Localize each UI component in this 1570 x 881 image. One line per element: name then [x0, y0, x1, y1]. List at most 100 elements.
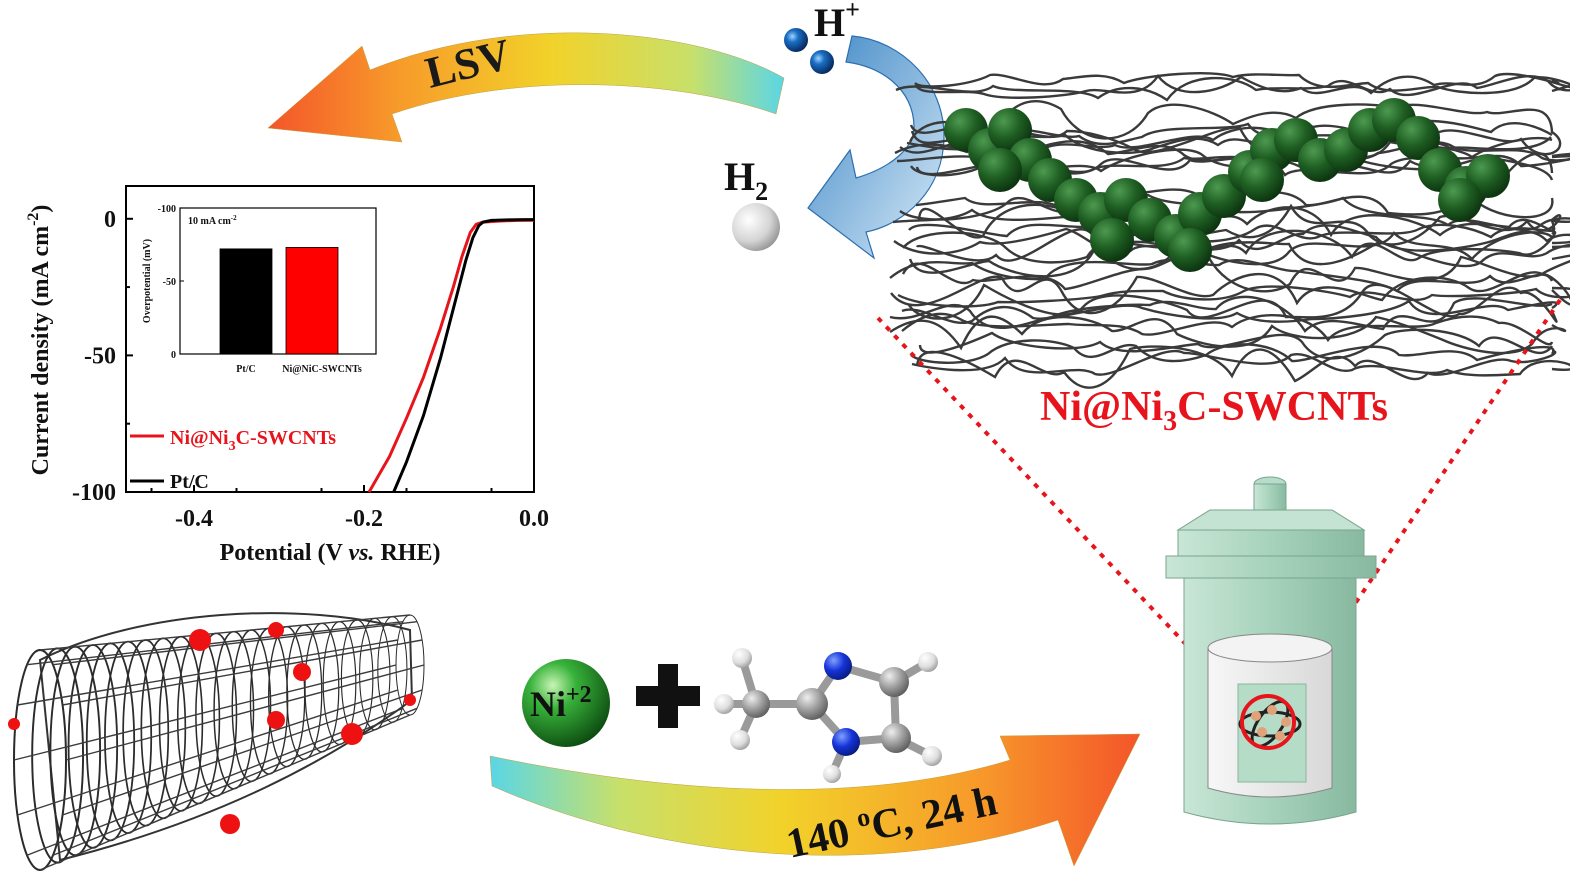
- nickel-dopant-dot: [189, 629, 211, 651]
- zoom-line-left: [876, 316, 1246, 708]
- nanotube-bond: [26, 621, 404, 666]
- legend: Ni@Ni3C-SWCNTs Pt/C: [130, 427, 336, 493]
- blue-curved-arrow: [807, 35, 945, 260]
- inset-y-tick-label: 0: [171, 350, 176, 361]
- nickel-dopant-dot: [8, 718, 20, 730]
- inset-title: 10 mA cm-2: [188, 214, 237, 227]
- lsv-chart: -0.4 -0.2 0.0 0 -50 -100 Potential (V vs. RHE…: [25, 185, 549, 566]
- nanotube-strand: [908, 222, 1555, 243]
- molecule-atom: [823, 765, 841, 783]
- inset-y-tick-label: -50: [163, 277, 176, 288]
- inset-bar-chart: -100 -50 0 10 mA cm-2 Overpotential (mV) P…: [142, 204, 377, 375]
- hydrogen-gas-label: H2: [724, 154, 768, 206]
- molecule-atom: [714, 694, 734, 714]
- methylimidazole-molecule: [714, 648, 942, 783]
- nickel-dopant-dot: [404, 694, 416, 706]
- nickel-nanoparticle: [1090, 218, 1134, 262]
- nanotube-ring: [13, 649, 67, 871]
- product-label: Ni@Ni3C-SWCNTs: [1040, 384, 1388, 437]
- nickel-particle-chain: [944, 98, 1510, 272]
- precursors: Ni+2: [522, 648, 942, 783]
- nanotube-strand: [901, 299, 1558, 324]
- nickel-dopant-dot: [341, 723, 363, 745]
- inset-bar: [219, 248, 273, 355]
- nanotube-strand: [914, 72, 1570, 95]
- synthesis-arrow: 140 oC, 24 h: [489, 733, 1141, 868]
- nanotube-strand: [902, 231, 1553, 266]
- plot-frame: [125, 185, 535, 493]
- highlight-circle: [1240, 694, 1296, 750]
- nanotube-strand: [915, 345, 1557, 389]
- nickel-dopant-dot: [268, 622, 284, 638]
- nanotube-ring: [176, 634, 221, 805]
- inset-bar: [285, 247, 339, 355]
- molecule-atom: [879, 667, 909, 697]
- nanotube-ring: [359, 617, 391, 731]
- nanotube-bond: [52, 621, 418, 666]
- x-tick-label: -0.2: [345, 506, 383, 532]
- nanotube-strand: [889, 258, 1554, 293]
- nanotube-strand: [899, 192, 1570, 231]
- proton-ball: [784, 28, 808, 52]
- nanotube-strand: [897, 285, 1570, 308]
- nanotube-strand: [915, 228, 1557, 271]
- nickel-dopant-dot: [267, 711, 285, 729]
- nickel-nanoparticle: [1240, 158, 1284, 202]
- nanotube-strand: [890, 271, 1570, 315]
- carbon-nanotube: [8, 612, 425, 871]
- nickel-nanoparticle: [1168, 228, 1212, 272]
- nanotube-bond: [17, 639, 398, 706]
- nickel-dopant-dot: [220, 814, 240, 834]
- molecule-atom: [922, 746, 942, 766]
- nanotube-bond: [39, 614, 411, 651]
- plus-sign-icon: [636, 664, 700, 728]
- legend-label-pt: Pt/C: [170, 471, 209, 493]
- inset-y-tick-label: -100: [158, 204, 176, 215]
- nanotube-strand: [910, 339, 1555, 364]
- swcnt-network: [889, 72, 1570, 389]
- molecule-atom: [832, 728, 860, 756]
- nanotube-bond: [65, 664, 425, 761]
- x-tick-label: -0.4: [175, 506, 213, 532]
- proton-label: H+: [814, 0, 860, 45]
- y-tick-label: -50: [84, 343, 116, 369]
- molecule-atom: [742, 690, 770, 718]
- molecule-atom: [824, 652, 852, 680]
- hydrogen-evolution-scheme: H+ H2: [724, 0, 945, 260]
- molecule-atom: [796, 688, 828, 720]
- inset-frame: [179, 207, 377, 355]
- x-tick-label: 0.0: [519, 506, 549, 532]
- molecule-atom: [732, 648, 752, 668]
- nanotube-strand: [901, 251, 1570, 293]
- nickel-dopant-dot: [293, 663, 311, 681]
- x-axis-label: Potential (V vs. RHE): [220, 540, 441, 566]
- inset-y-axis-label: Overpotential (mV): [142, 239, 153, 323]
- y-tick-label: -100: [72, 480, 116, 506]
- nanotube-strand: [908, 240, 1570, 278]
- autoclave-reactor: [1165, 476, 1377, 825]
- nanotube-strand: [917, 203, 1562, 246]
- nanotube-strand: [907, 283, 1558, 323]
- nanotube-bond: [62, 689, 423, 816]
- inset-category-label: Pt/C: [236, 364, 255, 375]
- nanotube-strand: [914, 72, 1560, 99]
- lsv-arrow: LSV: [267, 29, 785, 143]
- nickel-nanoparticle: [1438, 178, 1482, 222]
- legend-label-ni: Ni@Ni3C-SWCNTs: [170, 427, 336, 454]
- molecule-atom: [730, 730, 750, 750]
- nanotube-bond: [62, 639, 423, 706]
- nanotube-strand: [889, 315, 1567, 355]
- nickel-ion-ball: [522, 659, 610, 747]
- nickel-nanoparticle: [1396, 116, 1440, 160]
- inset-category-label: Ni@NiC-SWCNTs: [282, 364, 362, 375]
- series-line-pt-c: [392, 218, 534, 493]
- nickel-ion-label: Ni+2: [530, 682, 592, 724]
- nanotube-bond: [17, 689, 399, 816]
- nickel-nanoparticle: [978, 148, 1022, 192]
- nanotube-bond: [13, 664, 397, 761]
- y-tick-label: 0: [104, 207, 116, 233]
- nanotube-strand: [901, 312, 1554, 346]
- molecule-atom: [918, 652, 938, 672]
- nanotube-ring: [231, 629, 272, 783]
